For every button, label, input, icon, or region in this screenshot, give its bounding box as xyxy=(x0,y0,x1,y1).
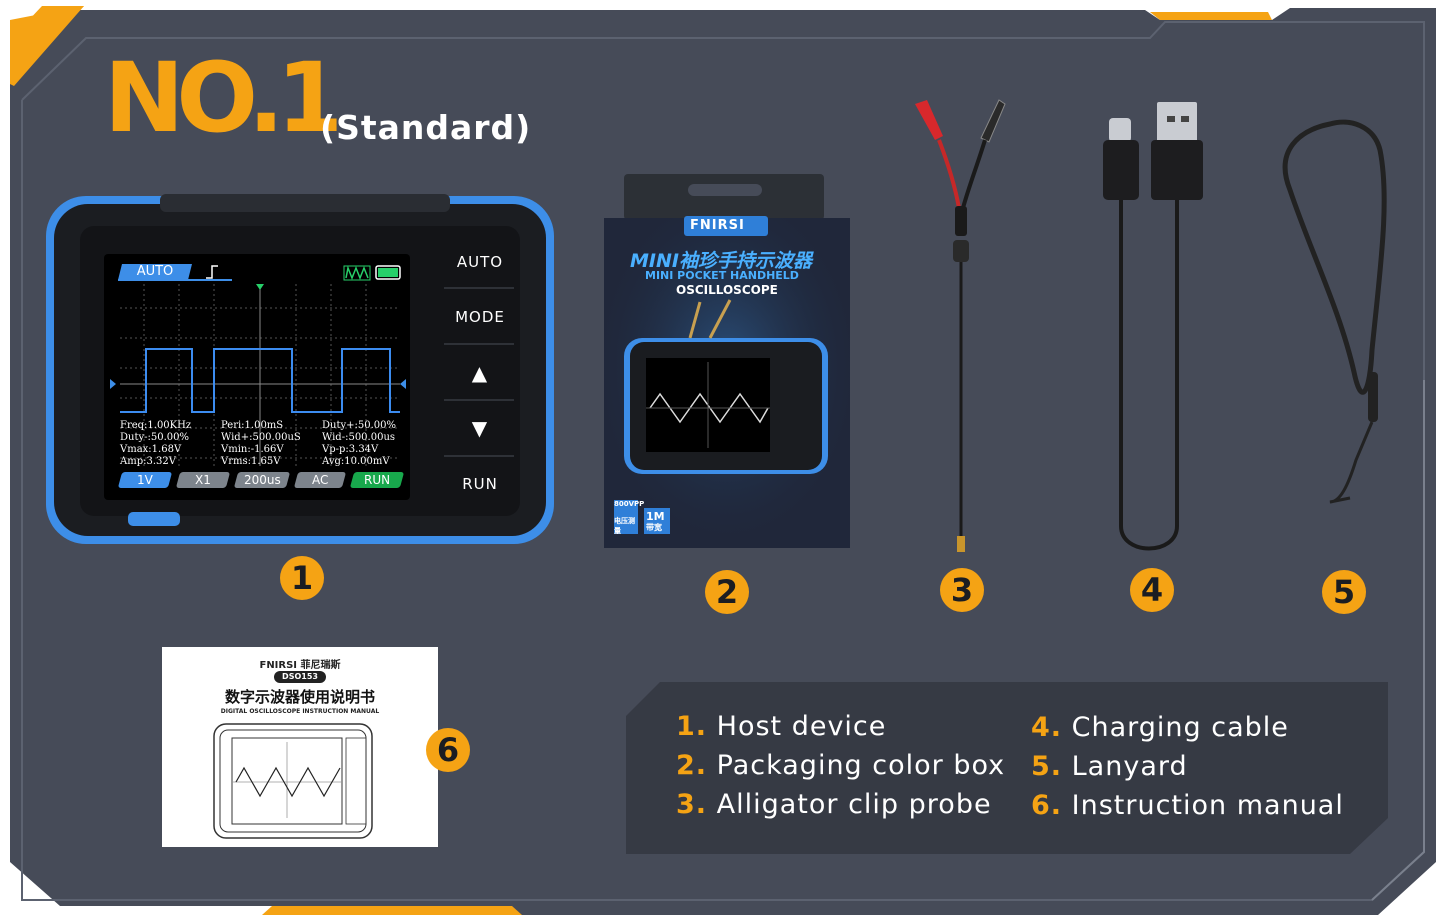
accent-bottom xyxy=(262,906,522,915)
probe-tip xyxy=(957,536,965,552)
usb-a-slot xyxy=(1181,116,1189,122)
hanger-slot xyxy=(688,184,762,196)
charging-cable-illustration xyxy=(1103,102,1203,551)
box-title-cn: MINI袖珍手持示波器 xyxy=(630,250,812,272)
manual-sine-wave xyxy=(235,766,341,798)
badge-3: 3 xyxy=(940,568,984,612)
measurement-col-2: Peri:1.00mS Wid+:500.00uS Vmin:-1.66V Vr… xyxy=(221,420,301,467)
probe-cable xyxy=(688,301,702,339)
box-spec-1: 800VPP xyxy=(614,500,645,508)
tab-timebase: 200us xyxy=(233,472,291,488)
legend-item-5: 5. Lanyard xyxy=(1031,751,1188,782)
legend-item-4: 4. Charging cable xyxy=(1031,712,1289,743)
usb-a-plug xyxy=(1157,102,1197,142)
tab-coupling: AC xyxy=(293,472,347,488)
screen-display xyxy=(108,258,408,494)
oscilloscope-screen xyxy=(108,258,408,494)
brand-badge xyxy=(684,216,768,236)
spec-badge-1 xyxy=(614,500,638,534)
legend-item-1: 1. Host device xyxy=(676,711,887,742)
down-button: ▼ xyxy=(471,416,489,440)
probe-connector xyxy=(953,240,969,262)
up-button: ▲ xyxy=(471,361,489,385)
cable-loop xyxy=(1119,200,1179,551)
badge-6: 6 xyxy=(426,728,470,772)
manual-title-en: DIGITAL OSCILLOSCOPE INSTRUCTION MANUAL xyxy=(220,708,380,715)
lanyard-strap xyxy=(1282,119,1387,395)
probe-joint xyxy=(955,206,967,236)
accent-top-right xyxy=(1150,12,1272,20)
wave-indicator-frame xyxy=(343,265,371,281)
box-spec-1-cn: 电压测量 xyxy=(614,517,635,535)
badge-1: 1 xyxy=(280,556,324,600)
manual-title-cn: 数字示波器使用说明书 xyxy=(224,688,375,706)
box-brand: FNIRSI xyxy=(690,218,745,233)
manual-model: DSO153 xyxy=(274,671,326,683)
title-sub: (Standard) xyxy=(320,108,532,147)
inner-outline-right xyxy=(1371,380,1425,901)
probe-cable-2 xyxy=(708,299,732,339)
lanyard-loop xyxy=(1329,421,1374,504)
mode-button: MODE xyxy=(455,308,505,326)
manual-buttons xyxy=(345,737,367,825)
measurement-col-1: Freq:1.00KHz Duty-:50.00% Vmax:1.68V Amp… xyxy=(120,420,192,467)
title-main: NO.1 xyxy=(104,42,343,154)
spec-badge-2 xyxy=(644,508,670,534)
legend-panel xyxy=(626,682,1388,854)
usb-c-housing xyxy=(1103,140,1139,200)
legend-item-3: 3. Alligator clip probe xyxy=(676,789,992,820)
trigger-marker xyxy=(256,284,264,290)
black-lead xyxy=(961,139,987,209)
run-button: RUN xyxy=(462,475,498,493)
legend-item-2: 2. Packaging color box xyxy=(676,750,1006,781)
battery-icon xyxy=(375,265,401,280)
inner-outline xyxy=(21,21,1425,901)
manual-brand: FNIRSI 菲尼瑞斯 xyxy=(259,660,341,671)
packaging-box-illustration xyxy=(604,174,850,548)
wave-indicator-icon xyxy=(345,265,369,281)
black-clip xyxy=(980,99,1006,143)
badge-2: 2 xyxy=(705,570,749,614)
box-spec-2: 1M xyxy=(646,510,665,523)
box-title-en-2: OSCILLOSCOPE xyxy=(676,283,778,297)
badge-5: 5 xyxy=(1322,570,1366,614)
mode-label: AUTO xyxy=(136,264,174,279)
manual-device-inner xyxy=(219,729,367,833)
power-button xyxy=(128,512,180,526)
lanyard-illustration xyxy=(1282,119,1387,504)
usb-a-housing xyxy=(1151,140,1203,200)
trigger-edge-icon xyxy=(206,265,218,279)
legend-item-6: 6. Instruction manual xyxy=(1031,790,1344,821)
square-wave-trace xyxy=(120,348,400,413)
usb-c-plug xyxy=(1109,118,1131,142)
auto-button: AUTO xyxy=(456,253,504,271)
manual-device-drawing xyxy=(213,723,373,839)
tab-voltage: 1V xyxy=(117,472,173,488)
tab-probe: X1 xyxy=(175,472,231,488)
alligator-probe-illustration xyxy=(915,99,1006,552)
usb-a-slot xyxy=(1167,116,1175,122)
manual-screen xyxy=(231,737,343,825)
level-marker-left xyxy=(110,379,116,389)
corner-accent-top-left-2 xyxy=(10,6,84,84)
box-hanger xyxy=(624,174,824,220)
red-clip xyxy=(915,100,943,140)
lanyard-clip xyxy=(1368,372,1378,422)
mode-tab xyxy=(118,264,192,280)
device-top-ridge xyxy=(160,194,450,212)
box-title-en-1: MINI POCKET HANDHELD xyxy=(645,269,799,282)
battery-level xyxy=(378,268,398,277)
red-lead xyxy=(937,139,961,209)
box-spec-2-cn: 带宽 xyxy=(646,523,662,532)
manual-device-outline xyxy=(213,723,373,839)
measurement-col-3: Duty+:50.00% Wid-:500.00us Vp-p:3.34V Av… xyxy=(322,420,397,467)
level-marker-right xyxy=(400,379,406,389)
tab-run: RUN xyxy=(349,472,405,488)
legend-panel-bg xyxy=(626,682,1388,854)
badge-4: 4 xyxy=(1130,568,1174,612)
